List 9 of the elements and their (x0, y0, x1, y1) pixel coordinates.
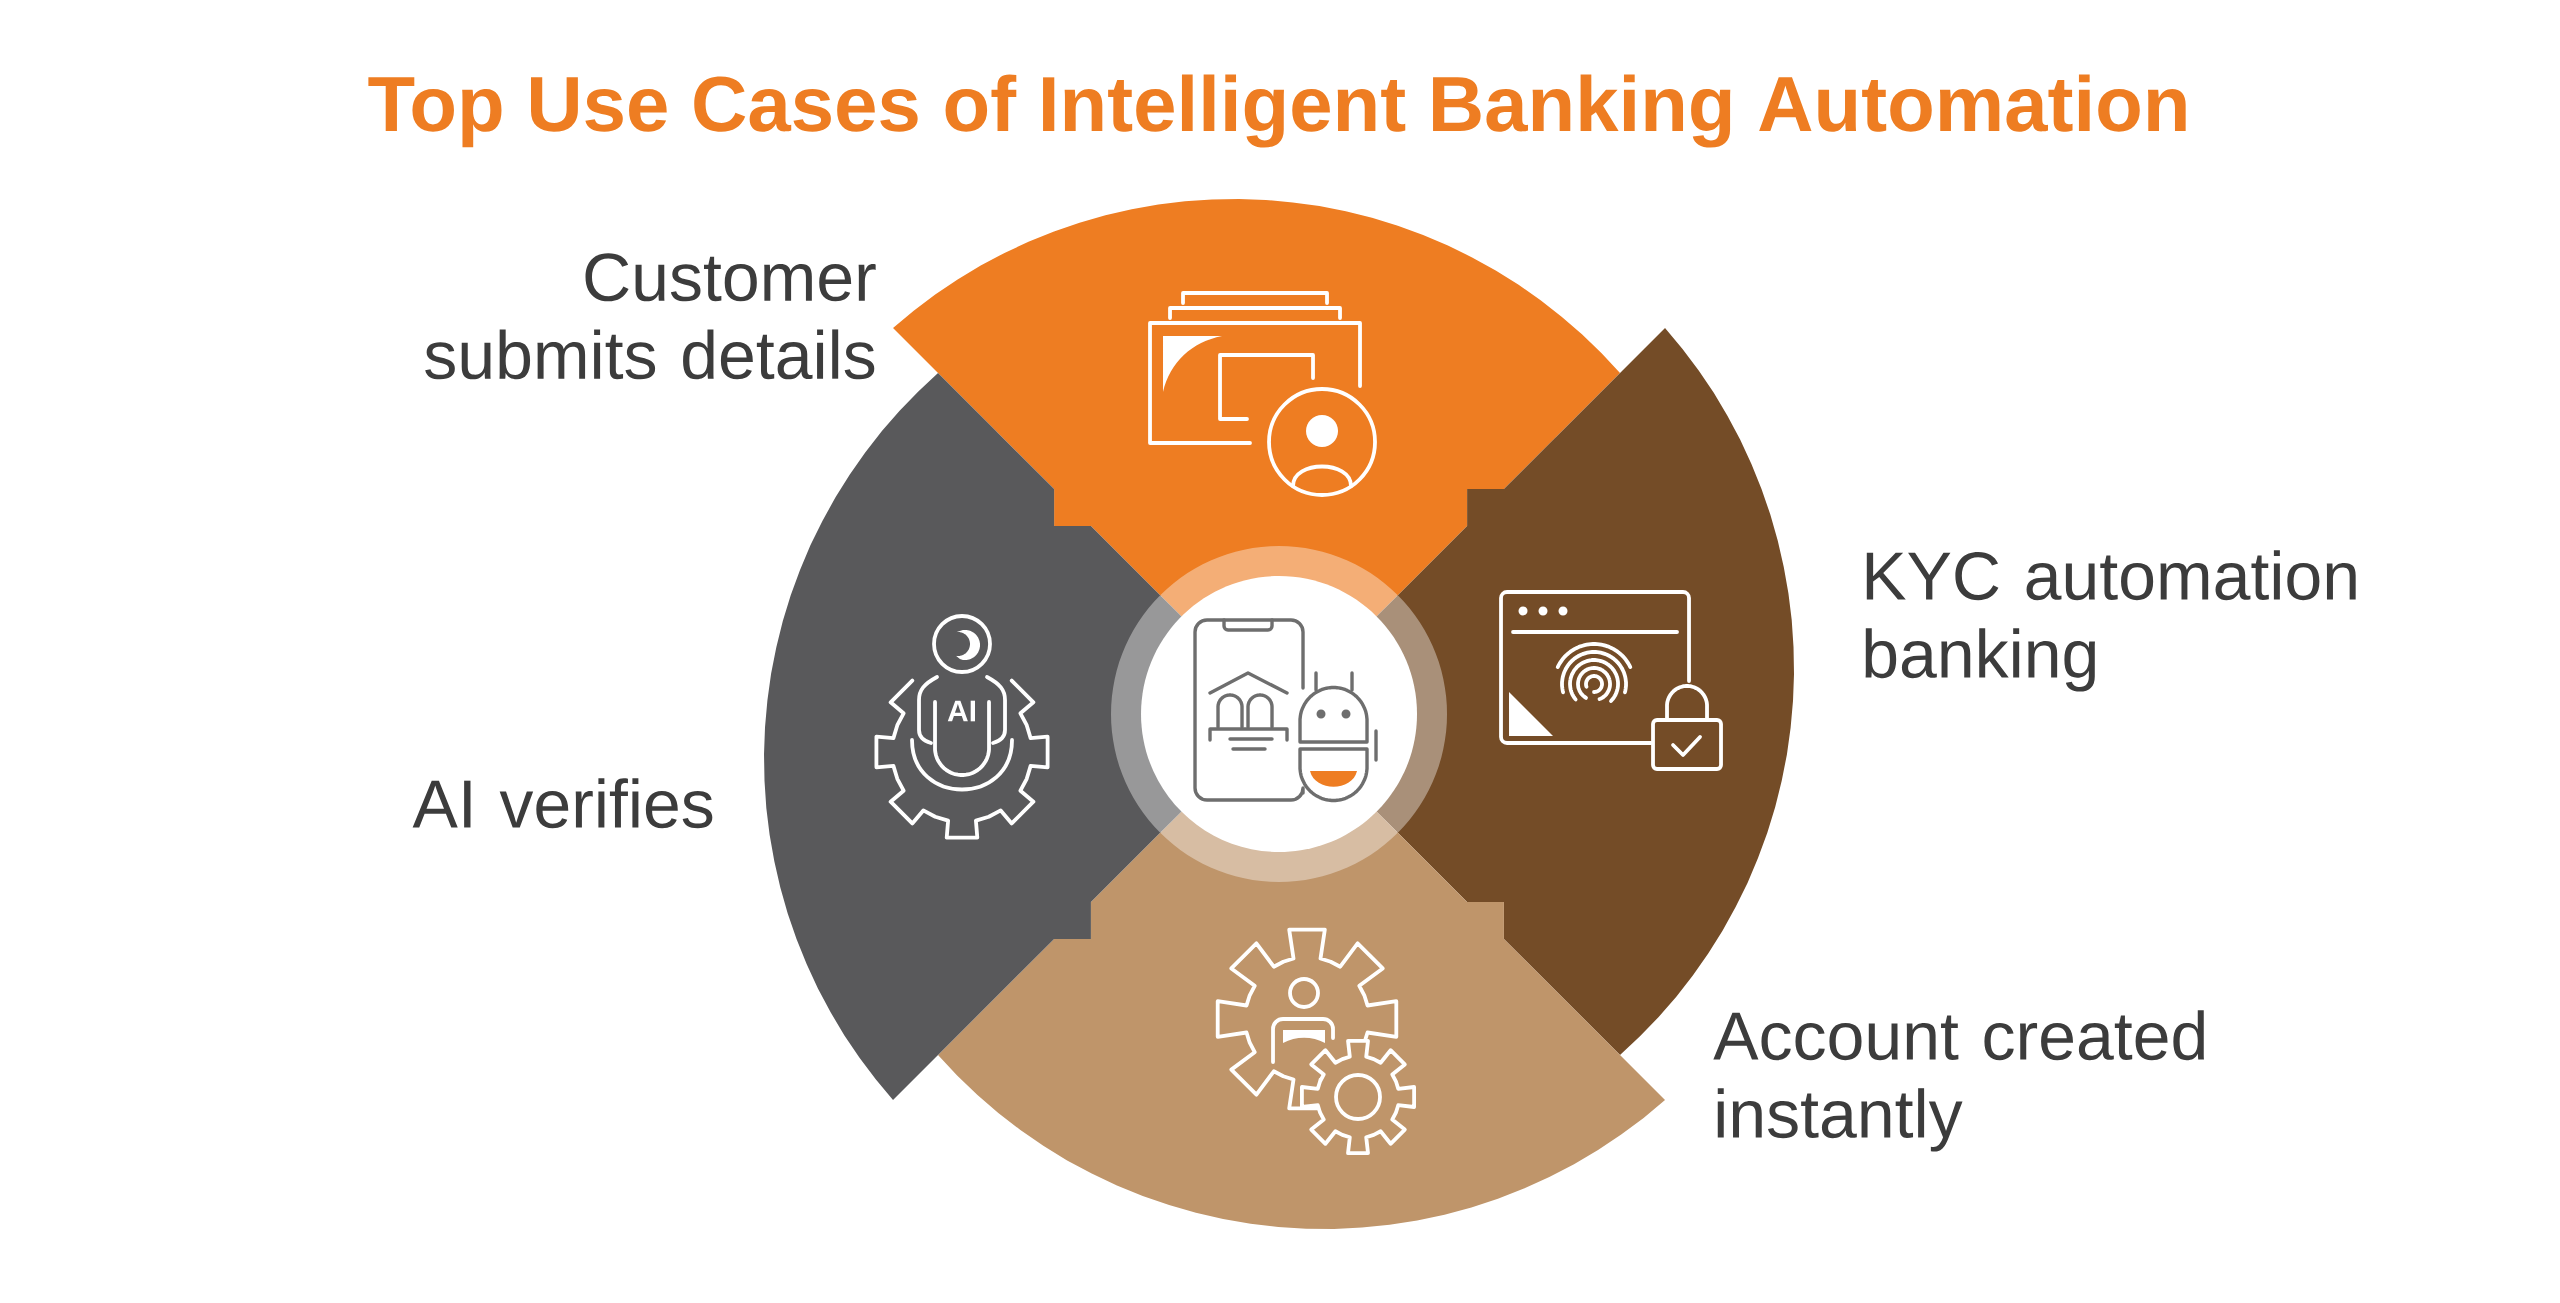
segment-label: KYC automation banking (1865, 550, 2356, 692)
title: Top Use Cases of Intelligent Banking Automation (368, 74, 2186, 148)
quadrant-segment (893, 199, 1620, 596)
quadrant-segment (938, 832, 1665, 1229)
center-circle (1111, 546, 1447, 882)
segment-label: Account created instantly (1713, 1010, 2204, 1152)
segment-label: AI verifies (412, 778, 713, 829)
icon-text: AI (947, 700, 975, 722)
segment-label: Customer submits details (425, 253, 876, 380)
